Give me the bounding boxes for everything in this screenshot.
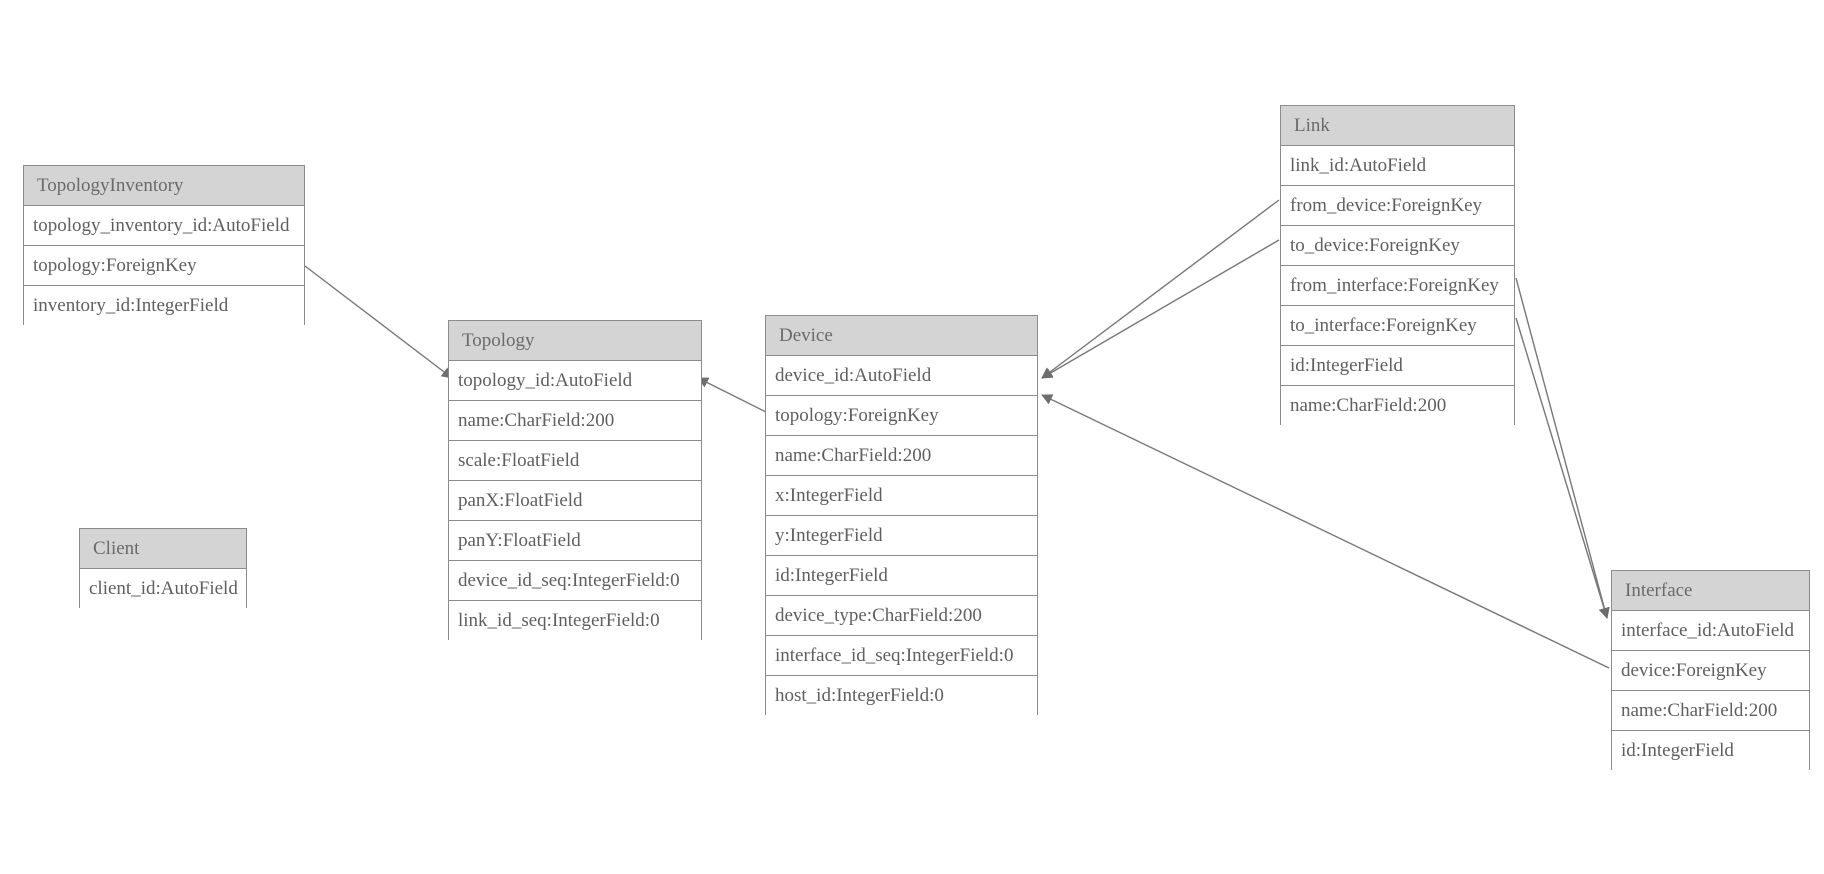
entity-field-row[interactable]: name:CharField:200	[1612, 691, 1809, 731]
entity-field-row[interactable]: name:CharField:200	[1281, 386, 1514, 426]
entity-title-client: Client	[80, 529, 246, 569]
entity-field-row[interactable]: client_id:AutoField	[80, 569, 246, 609]
entity-field-row[interactable]: topology:ForeignKey	[766, 396, 1037, 436]
entity-field-row[interactable]: to_device:ForeignKey	[1281, 226, 1514, 266]
entity-field-row[interactable]: topology:ForeignKey	[24, 246, 304, 286]
entity-field-row[interactable]: device_type:CharField:200	[766, 596, 1037, 636]
entity-field-row[interactable]: panX:FloatField	[449, 481, 701, 521]
entity-field-list-client: client_id:AutoField	[80, 569, 246, 609]
entity-field-row[interactable]: inventory_id:IntegerField	[24, 286, 304, 326]
entity-field-row[interactable]: id:IntegerField	[1281, 346, 1514, 386]
entity-field-row[interactable]: host_id:IntegerField:0	[766, 676, 1037, 716]
entity-field-row[interactable]: link_id_seq:IntegerField:0	[449, 601, 701, 641]
relation-line-link-from_interface-interface	[1515, 277, 1610, 619]
entity-field-row[interactable]: x:IntegerField	[766, 476, 1037, 516]
entity-field-row[interactable]: panY:FloatField	[449, 521, 701, 561]
relation-line-link-to_interface-interface	[1515, 317, 1610, 619]
entity-field-row[interactable]: device_id:AutoField	[766, 356, 1037, 396]
entity-field-row[interactable]: from_interface:ForeignKey	[1281, 266, 1514, 306]
entity-title-device: Device	[766, 316, 1037, 356]
entity-field-row[interactable]: name:CharField:200	[766, 436, 1037, 476]
relation-line-interface-device-device	[1041, 394, 1610, 669]
entity-field-row[interactable]: from_device:ForeignKey	[1281, 186, 1514, 226]
entity-field-row[interactable]: name:CharField:200	[449, 401, 701, 441]
entity-title-interface: Interface	[1612, 571, 1809, 611]
entity-title-topologyinventory: TopologyInventory	[24, 166, 304, 206]
entity-title-link: Link	[1281, 106, 1514, 146]
entity-field-row[interactable]: id:IntegerField	[766, 556, 1037, 596]
relation-line-link-from_device-device	[1041, 199, 1280, 379]
entity-field-row[interactable]: topology_id:AutoField	[449, 361, 701, 401]
entity-field-row[interactable]: device:ForeignKey	[1612, 651, 1809, 691]
entity-field-row[interactable]: y:IntegerField	[766, 516, 1037, 556]
entity-field-row[interactable]: id:IntegerField	[1612, 731, 1809, 771]
relation-line-device-topology	[697, 377, 767, 413]
entity-field-row[interactable]: topology_inventory_id:AutoField	[24, 206, 304, 246]
entity-title-topology: Topology	[449, 321, 701, 361]
entity-field-row[interactable]: interface_id_seq:IntegerField:0	[766, 636, 1037, 676]
entity-field-row[interactable]: scale:FloatField	[449, 441, 701, 481]
relation-line-topologyinventory-topology	[304, 265, 453, 379]
entity-field-row[interactable]: to_interface:ForeignKey	[1281, 306, 1514, 346]
entity-field-row[interactable]: link_id:AutoField	[1281, 146, 1514, 186]
entity-field-row[interactable]: interface_id:AutoField	[1612, 611, 1809, 651]
entity-field-row[interactable]: device_id_seq:IntegerField:0	[449, 561, 701, 601]
relation-line-link-to_device-device	[1041, 239, 1280, 379]
